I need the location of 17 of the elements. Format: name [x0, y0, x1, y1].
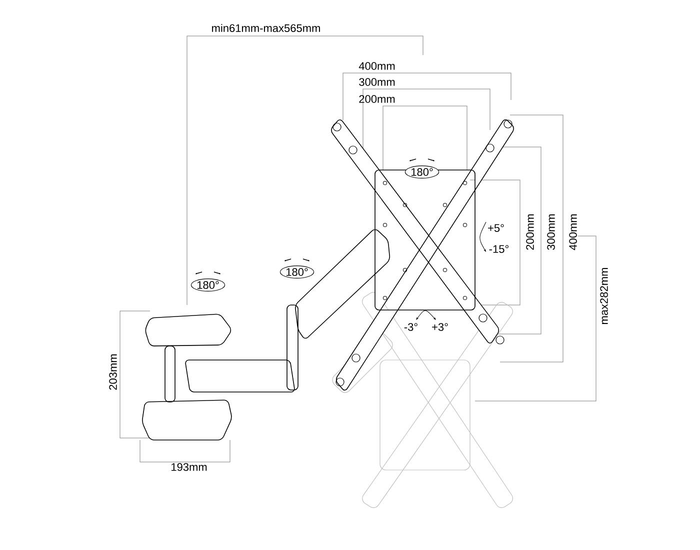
dimension-label: max282mm: [600, 268, 608, 324]
dimension-label: -3°: [404, 323, 418, 331]
rotation-badge: 180°: [190, 272, 226, 292]
rotation-badge: 180°: [280, 258, 314, 279]
dimension-label: 200mm: [526, 214, 534, 250]
dimension-label: +3°: [432, 323, 448, 331]
dimension-label: 400mm: [358, 62, 395, 70]
dimension-label: 193mm: [172, 463, 207, 471]
dimension-label: 300mm: [547, 214, 555, 250]
dimension-label: 400mm: [569, 214, 577, 250]
dimension-label: 300mm: [359, 78, 395, 86]
dimension-label: 200mm: [359, 95, 395, 103]
dimension-label: -15°: [489, 245, 508, 253]
dimension-label: min61mm-max565mm: [212, 24, 320, 32]
dimension-label: +5°: [488, 224, 504, 232]
rotation-badge: 180°: [404, 158, 440, 179]
dimension-label: 203mm: [109, 354, 117, 390]
